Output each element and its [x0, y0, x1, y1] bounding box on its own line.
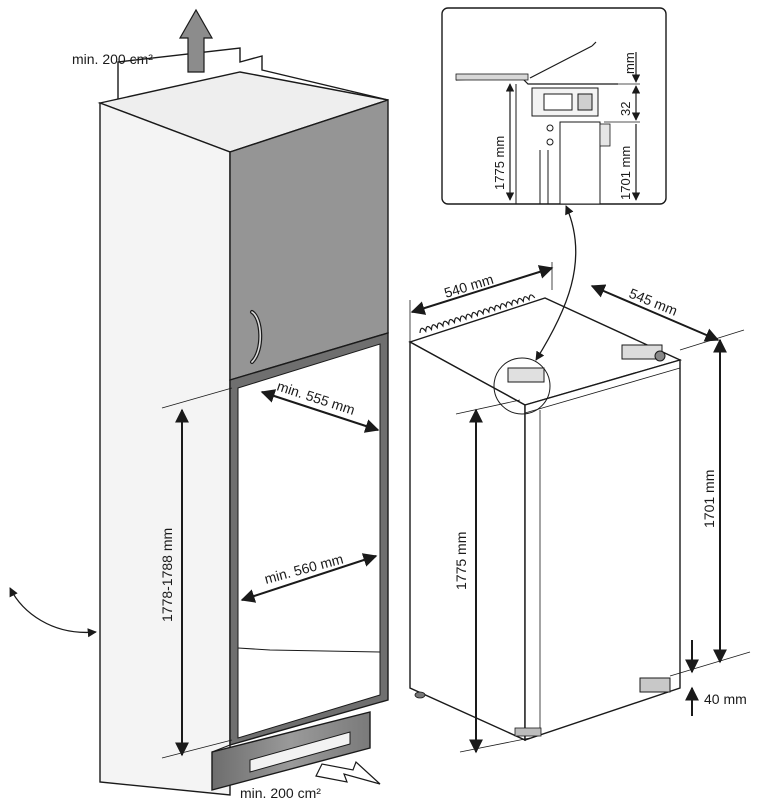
curved-arrow-icon	[9, 587, 97, 638]
door-height-label: 1701 mm	[701, 470, 717, 528]
appliance-depth-label: 545 mm	[627, 285, 680, 319]
appliance	[408, 294, 683, 742]
cabinet-top-notch	[117, 47, 389, 101]
appliance-width-label: 540 mm	[442, 271, 495, 301]
appliance-front	[524, 359, 681, 741]
cabinet-side-panel	[99, 101, 231, 796]
detail-gap-unit: mm	[622, 52, 637, 74]
curved-arrow-icon	[535, 205, 577, 361]
cabinet	[97, 47, 389, 796]
niche-height-dimension: 1778-1788 mm	[159, 387, 233, 759]
niche-height-label: 1778-1788 mm	[159, 528, 175, 622]
detail-total-height-label: 1775 mm	[492, 136, 507, 190]
plinth-vent-slot	[249, 731, 351, 773]
door-height-dimension: 1701 mm	[669, 329, 751, 677]
arrow-in-icon	[315, 760, 381, 785]
bottom-gap-dimension: 40 mm	[685, 640, 747, 716]
cabinet-niche-opening	[237, 343, 381, 739]
detail-gap-value: 32	[618, 102, 633, 116]
detail-marker-circle	[493, 357, 551, 415]
detail-door-height-label: 1701 mm	[618, 146, 633, 200]
arrow-up-icon	[178, 8, 214, 73]
detail-inset: 1775 mm 32 mm 1701 mm	[441, 7, 667, 205]
vent-bottom-label: min. 200 cm²	[240, 785, 321, 800]
bottom-gap-label: 40 mm	[704, 691, 747, 707]
appliance-height-dimension: 1775 mm	[453, 399, 531, 754]
appliance-height-label: 1775 mm	[453, 532, 469, 590]
vent-top-label: min. 200 cm²	[72, 51, 153, 67]
